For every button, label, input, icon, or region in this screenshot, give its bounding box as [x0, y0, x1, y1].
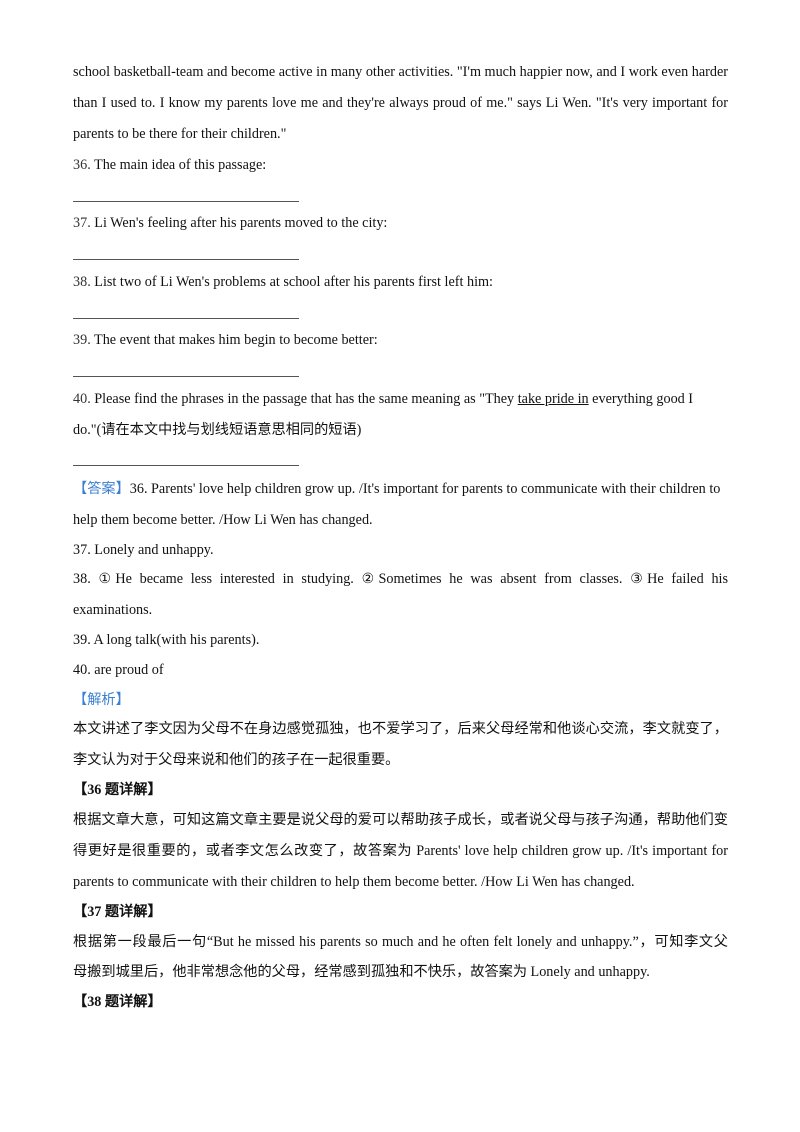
answer-37: 37. Lonely and unhappy.: [73, 542, 214, 558]
answer-39: 39. A long talk(with his parents).: [73, 632, 260, 648]
analysis-37-text: 根据第一段最后一句“But he missed his parents so m…: [73, 934, 728, 950]
question-number: 40.: [73, 391, 91, 407]
answer-blank-39[interactable]: [73, 376, 299, 377]
passage-line: than I used to. I know my parents love m…: [73, 95, 728, 111]
question-37: 37. Li Wen's feeling after his parents m…: [73, 213, 728, 233]
question-number: 36.: [73, 157, 91, 173]
answer-38: 38. ①He became less interested in studyi…: [73, 571, 728, 587]
answer-36-line2: help them become better. /How Li Wen has…: [73, 512, 373, 528]
question-text: everything good I: [588, 391, 694, 407]
question-36: 36. The main idea of this passage:: [73, 155, 728, 175]
question-number: 38.: [73, 274, 91, 290]
answer-blank-38[interactable]: [73, 318, 299, 319]
answer-blank-40[interactable]: [73, 465, 299, 466]
answer-40: 40. are proud of: [73, 662, 164, 678]
question-number: 37.: [73, 215, 91, 231]
question-text: Please find the phrases in the passage t…: [94, 391, 518, 407]
answer-tag: 【答案】: [73, 481, 130, 497]
analysis-summary-line2: 李文认为对于父母来说和他们的孩子在一起很重要。: [73, 752, 400, 768]
answer-text: Parents' love help children grow up. /It…: [151, 481, 721, 497]
question-text: The event that makes him begin to become…: [94, 332, 378, 348]
analysis-37-text: 母搬到城里后，他非常想念他的父母，经常感到孤独和不快乐，故答案为 Lonely …: [73, 964, 650, 980]
analysis-37-heading: 【37 题详解】: [73, 904, 162, 920]
analysis-36-text: 得更好是很重要的，或者李文怎么改变了，故答案为 Parents' love he…: [73, 843, 728, 859]
question-text: The main idea of this passage:: [94, 157, 267, 173]
question-40-line2: do."(请在本文中找与划线短语意思相同的短语): [73, 422, 362, 438]
question-40: 40. Please find the phrases in the passa…: [73, 389, 728, 409]
underlined-phrase: take pride in: [517, 391, 589, 407]
question-text: List two of Li Wen's problems at school …: [94, 274, 493, 290]
question-number: 39.: [73, 332, 91, 348]
question-39: 39. The event that makes him begin to be…: [73, 330, 728, 350]
analysis-38-heading: 【38 题详解】: [73, 994, 162, 1010]
answer-blank-36[interactable]: [73, 201, 299, 202]
analysis-tag: 【解析】: [73, 692, 130, 708]
answer-36: 【答案】36. Parents' love help children grow…: [73, 479, 728, 499]
question-text: Li Wen's feeling after his parents moved…: [94, 215, 388, 231]
answer-number: 36.: [129, 481, 148, 497]
analysis-summary: 本文讲述了李文因为父母不在身边感觉孤独，也不爱学习了，后来父母经常和他谈心交流，…: [73, 721, 728, 737]
answer-38-line2: examinations.: [73, 602, 153, 618]
analysis-36-heading: 【36 题详解】: [73, 782, 162, 798]
analysis-36-text: 根据文章大意，可知这篇文章主要是说父母的爱可以帮助孩子成长，或者说父母与孩子沟通…: [73, 812, 728, 828]
answer-blank-37[interactable]: [73, 259, 299, 260]
passage-line: school basketball-team and become active…: [73, 64, 728, 80]
question-38: 38. List two of Li Wen's problems at sch…: [73, 272, 728, 292]
passage-line: parents to be there for their children.": [73, 126, 287, 142]
analysis-36-text: parents to communicate with their childr…: [73, 874, 635, 890]
